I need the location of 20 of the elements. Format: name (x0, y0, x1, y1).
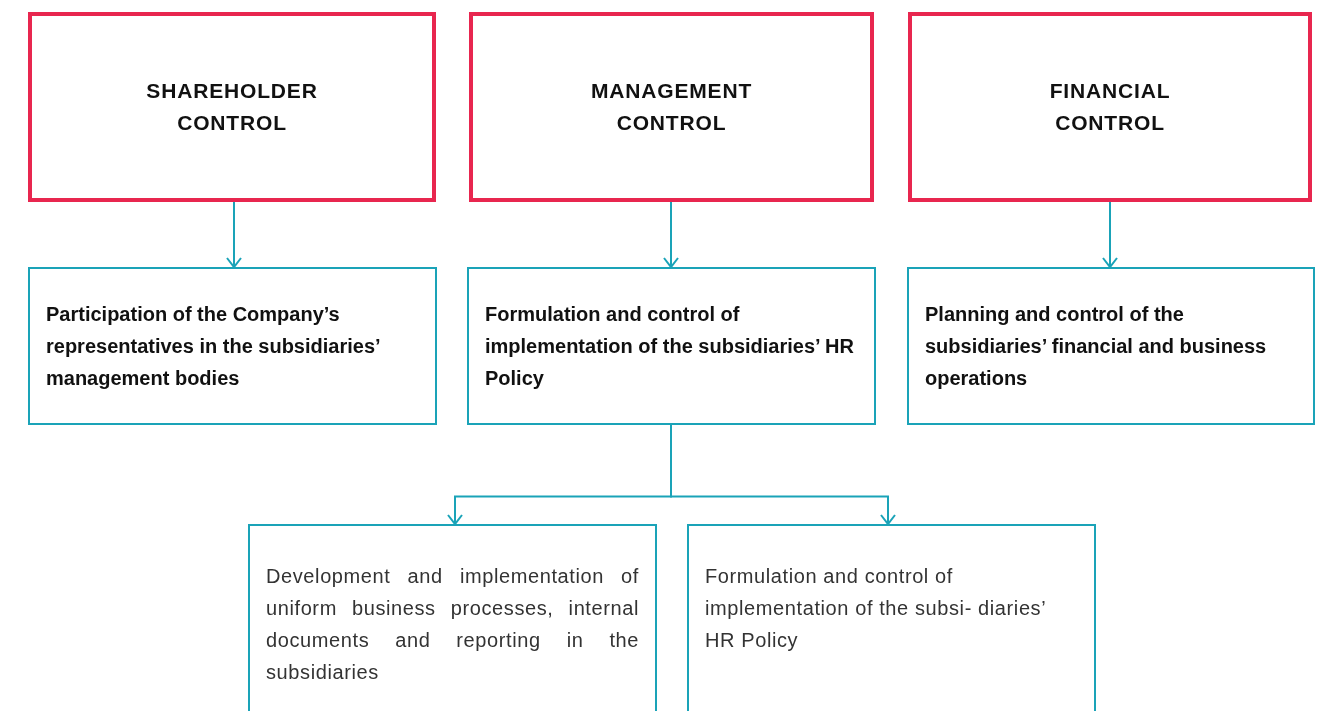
process-box (907, 267, 1315, 425)
category-box (908, 12, 1312, 202)
box-text: Participation of the Company’s representatives in the subsidiaries’ management bodies (46, 302, 381, 391)
arrow (663, 201, 679, 268)
process-box (28, 267, 437, 425)
category-box (469, 12, 874, 202)
category-box (28, 12, 436, 202)
process-box (467, 267, 876, 425)
box-text: Formulation and control of implementation of the subsidiaries’ HR Policy (485, 302, 855, 391)
process-box (248, 524, 657, 711)
box-text: Planning and control of the subsidiaries’ financial and business operations (925, 302, 1268, 391)
box-text: Development and implementation of uniform business processes, internal documents and reporting in the subsidiaries (266, 564, 639, 685)
box-text: SHAREHOLDER CONTROL (145, 78, 319, 136)
arrow (226, 201, 242, 268)
process-box (687, 524, 1096, 711)
box-text: MANAGEMENT CONTROL (589, 78, 754, 136)
box-text: FINANCIAL CONTROL (1048, 78, 1172, 136)
box-text: Formulation and control of implementation of the subsi- diaries’ HR Policy (705, 564, 1047, 653)
arrow (1102, 201, 1118, 268)
arrow (670, 424, 896, 525)
